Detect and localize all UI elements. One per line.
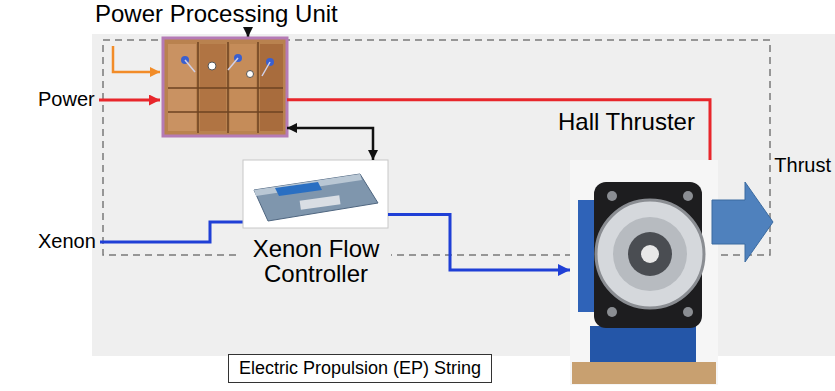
- label-holder: Thrust: [774, 154, 831, 177]
- power-line: [287, 100, 710, 160]
- ppu-photo: [163, 38, 287, 136]
- thruster-face: [596, 200, 704, 308]
- thruster-bolt: [607, 307, 617, 317]
- output-label: Thrust: [774, 154, 831, 176]
- thruster-bolt: [683, 307, 693, 317]
- xfc-label-plate: [275, 182, 322, 196]
- thruster-bolt: [683, 191, 693, 201]
- label-holder: Xenon: [38, 230, 96, 253]
- ppu-chassis: [163, 38, 287, 136]
- background-panel: [92, 34, 835, 356]
- control-line: [287, 128, 373, 160]
- thruster-backdrop: [570, 160, 718, 385]
- ppu-seams: [168, 42, 283, 133]
- power-processing-unit: Power Processing Unit: [163, 38, 287, 136]
- xfc-photo: [243, 160, 388, 228]
- label-holder: Power: [38, 88, 95, 111]
- ppu-connector: [247, 71, 254, 78]
- power-input-line: [99, 99, 160, 102]
- node-heading: Power Processing Unit: [95, 0, 219, 28]
- thruster-channel: [613, 217, 687, 291]
- xenon-flow-controller: Xenon Flow Controller: [243, 160, 388, 228]
- thruster-pole: [641, 245, 659, 263]
- node-heading: Hall Thruster: [558, 108, 706, 136]
- thruster-photo: [570, 160, 718, 385]
- hall-thruster: Hall Thruster: [570, 160, 718, 385]
- thrust-arrow: [712, 182, 773, 262]
- input-label: Xenon: [38, 230, 96, 252]
- xenon-line: [388, 214, 570, 270]
- thruster-bracket: [578, 200, 596, 312]
- command-input-line: [247, 30, 250, 37]
- xenon-input-line: [100, 222, 243, 242]
- thruster-core: [628, 232, 672, 276]
- xfc-valve-block: [300, 195, 341, 209]
- xfc-body: [254, 174, 378, 221]
- ppu-connector: [208, 62, 216, 70]
- control-input-line: [113, 46, 160, 72]
- thruster-bolt: [607, 191, 617, 201]
- node-heading: Xenon Flow Controller: [241, 236, 391, 286]
- node-heading: Electric Propulsion (EP) String: [239, 358, 481, 379]
- xfc-backdrop: [243, 160, 388, 228]
- input-label: Power: [38, 88, 95, 110]
- ppu-wires: [185, 58, 270, 76]
- string-caption-box: Electric Propulsion (EP) String: [228, 354, 492, 383]
- xfc-top: [254, 174, 362, 196]
- thruster-stand: [590, 326, 696, 362]
- thruster-base: [572, 362, 716, 384]
